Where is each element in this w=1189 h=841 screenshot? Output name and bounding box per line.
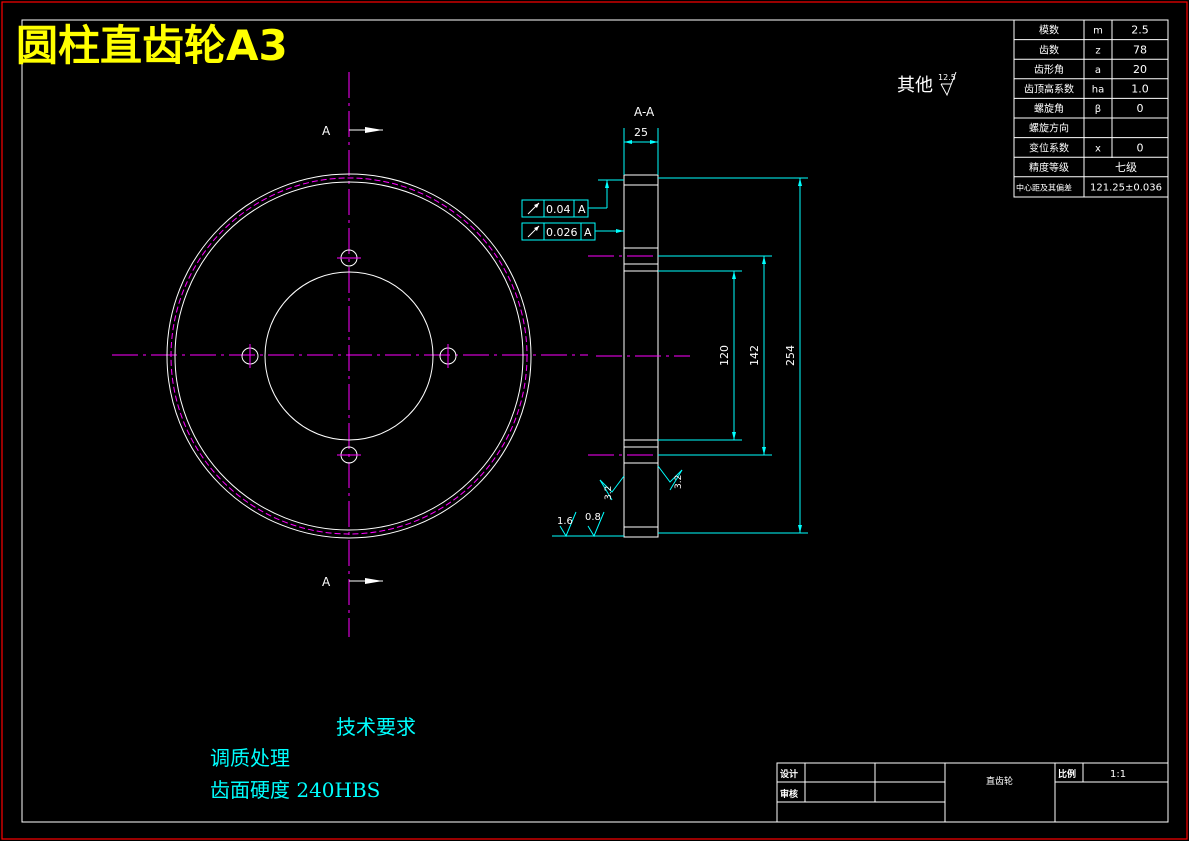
bolt-hole-top bbox=[337, 249, 361, 267]
param-value: 七级 bbox=[1115, 161, 1137, 174]
parameter-table: 模数 m 2.5 齿数 z 78 齿形角 a 20 齿顶高系数 ha 1.0 螺旋角 β 0 螺旋方向变位系数… bbox=[1013, 19, 1169, 198]
dim-width: 25 bbox=[623, 126, 659, 175]
dim-bolt-circle: 142 bbox=[658, 255, 772, 456]
root-circle bbox=[174, 181, 524, 531]
section-label-bottom: A bbox=[322, 575, 331, 589]
tech-requirements: 技术要求 调质处理 齿面硬度 240HBS bbox=[210, 715, 416, 802]
roughness-right-face: 3.2 bbox=[657, 465, 684, 491]
param-value: 0 bbox=[1137, 141, 1144, 154]
section-label-top: A bbox=[322, 124, 331, 138]
svg-text:3.2: 3.2 bbox=[674, 475, 684, 489]
roughness-note-value: 12.5 bbox=[938, 73, 956, 82]
tolerance-1-value: 0.04 bbox=[546, 203, 571, 216]
dim-bolt-circle-text: 142 bbox=[748, 345, 761, 366]
param-name: 螺旋角 bbox=[1034, 102, 1064, 115]
scale-label: 比例 bbox=[1058, 768, 1076, 780]
param-symbol: z bbox=[1095, 45, 1100, 56]
roughness-symbol-icon bbox=[940, 71, 957, 97]
param-value: 1.0 bbox=[1131, 83, 1149, 96]
param-symbol: β bbox=[1095, 104, 1101, 115]
roughness-note: 其他 12.5 bbox=[897, 71, 957, 97]
param-name: 齿形角 bbox=[1034, 64, 1064, 76]
param-symbol: ha bbox=[1092, 85, 1104, 96]
param-name: 齿数 bbox=[1039, 43, 1059, 56]
param-name: 中心距及其偏差 bbox=[1016, 183, 1072, 193]
bolt-hole-bottom bbox=[337, 446, 361, 464]
tolerance-frame-2: 0.026 A bbox=[521, 222, 624, 241]
param-value: 20 bbox=[1133, 63, 1147, 76]
section-arrow-bottom: A bbox=[322, 575, 383, 589]
pitch-circle bbox=[170, 177, 528, 535]
param-value: 0 bbox=[1137, 102, 1144, 115]
param-value: 78 bbox=[1133, 43, 1147, 56]
design-label: 设计 bbox=[780, 768, 798, 780]
roughness-bottom: 1.6 0.8 bbox=[552, 511, 624, 538]
param-symbol: m bbox=[1093, 26, 1103, 37]
dim-bore: 120 bbox=[658, 270, 742, 441]
tolerance-2-datum: A bbox=[584, 226, 592, 239]
bolt-hole-left bbox=[241, 344, 259, 368]
param-symbol: x bbox=[1095, 143, 1101, 154]
section-view: A-A 25 120 bbox=[521, 105, 808, 538]
svg-text:3.2: 3.2 bbox=[604, 486, 614, 500]
section-arrow-top: A bbox=[322, 124, 383, 138]
inner-border bbox=[21, 19, 1169, 823]
svg-text:1.6: 1.6 bbox=[557, 516, 573, 527]
tolerance-frame-1: 0.04 A bbox=[521, 179, 624, 218]
param-symbol: a bbox=[1095, 65, 1101, 76]
param-name: 齿顶高系数 bbox=[1024, 83, 1074, 96]
dim-outer-text: 254 bbox=[784, 345, 797, 366]
tech-requirement-line-2: 齿面硬度 240HBS bbox=[210, 778, 380, 802]
param-name: 变位系数 bbox=[1029, 141, 1069, 154]
front-view: A A bbox=[112, 72, 588, 637]
bolt-hole-right bbox=[439, 344, 457, 368]
param-name: 螺旋方向 bbox=[1029, 122, 1069, 135]
scale-value: 1:1 bbox=[1110, 769, 1126, 780]
review-label: 审核 bbox=[780, 788, 798, 800]
tech-requirement-line-1: 调质处理 bbox=[210, 746, 290, 770]
param-name: 精度等级 bbox=[1029, 161, 1069, 174]
title-block: 设计 审核 直齿轮 比例 1:1 bbox=[776, 762, 1169, 823]
param-value: 121.25±0.036 bbox=[1090, 183, 1162, 194]
dim-width-text: 25 bbox=[634, 126, 648, 139]
roughness-note-label: 其他 bbox=[897, 75, 933, 96]
dim-outer: 254 bbox=[658, 177, 808, 534]
svg-text:0.8: 0.8 bbox=[585, 512, 601, 523]
param-value: 2.5 bbox=[1131, 24, 1149, 37]
part-name: 直齿轮 bbox=[986, 775, 1013, 787]
drawing-title: 圆柱直齿轮A3 bbox=[16, 21, 288, 70]
bore-circle bbox=[264, 271, 434, 441]
param-name: 模数 bbox=[1039, 24, 1059, 37]
dim-bore-text: 120 bbox=[718, 345, 731, 366]
tolerance-2-value: 0.026 bbox=[546, 226, 578, 239]
roughness-left-face: 3.2 bbox=[599, 475, 625, 501]
tech-requirements-heading: 技术要求 bbox=[336, 715, 416, 739]
section-view-title: A-A bbox=[634, 105, 655, 119]
tolerance-1-datum: A bbox=[578, 203, 586, 216]
tip-circle bbox=[166, 173, 532, 539]
